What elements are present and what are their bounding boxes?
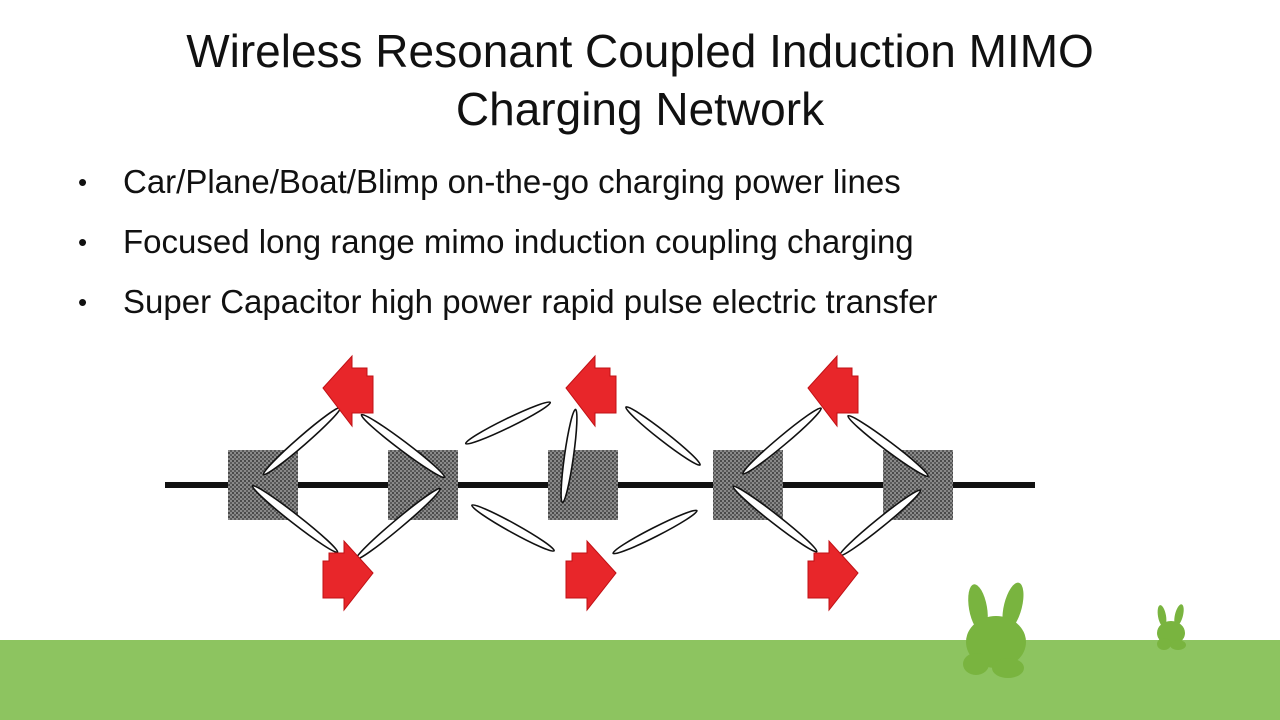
bullet-text: Super Capacitor high power rapid pulse e… <box>123 283 938 320</box>
coupling-link <box>612 509 698 555</box>
bullet-text: Focused long range mimo induction coupli… <box>123 223 914 260</box>
charging-node <box>548 450 618 520</box>
vehicle-arrow-icon <box>565 539 617 612</box>
ground-strip <box>0 640 1280 720</box>
bullet-dot-icon: • <box>78 287 88 317</box>
coupling-link <box>625 406 701 466</box>
coupling-link <box>847 414 929 478</box>
coupling-link <box>742 407 822 475</box>
bullet-text: Car/Plane/Boat/Blimp on-the-go charging … <box>123 163 901 200</box>
vehicle-arrow-icon <box>322 539 374 612</box>
vehicle-arrow-icon <box>807 354 859 428</box>
bullet-dot-icon: • <box>78 167 88 197</box>
coupling-link <box>838 489 922 557</box>
rabbit-mascot-icon <box>963 582 1026 678</box>
bullet-dot-icon: • <box>78 227 88 257</box>
coupling-link <box>471 504 555 552</box>
vehicle-arrow-icon <box>322 354 374 428</box>
vehicle-arrow-icon <box>565 354 617 428</box>
coupling-links <box>251 401 929 561</box>
coupling-link <box>464 401 552 445</box>
coupling-link <box>360 413 446 479</box>
vehicle-arrow-icon <box>807 539 859 612</box>
title-line-1: Wireless Resonant Coupled Induction MIMO <box>186 25 1094 77</box>
small-rabbit-mascot-icon <box>1157 604 1186 650</box>
coupling-link <box>251 484 339 554</box>
coupling-link <box>732 485 818 553</box>
charging-node <box>713 450 783 520</box>
vehicles <box>322 354 859 612</box>
coupling-link <box>560 408 578 504</box>
title-line-2: Charging Network <box>455 83 825 135</box>
coupling-link <box>262 406 342 476</box>
slide-title: Wireless Resonant Coupled Induction MIMO… <box>80 22 1200 138</box>
